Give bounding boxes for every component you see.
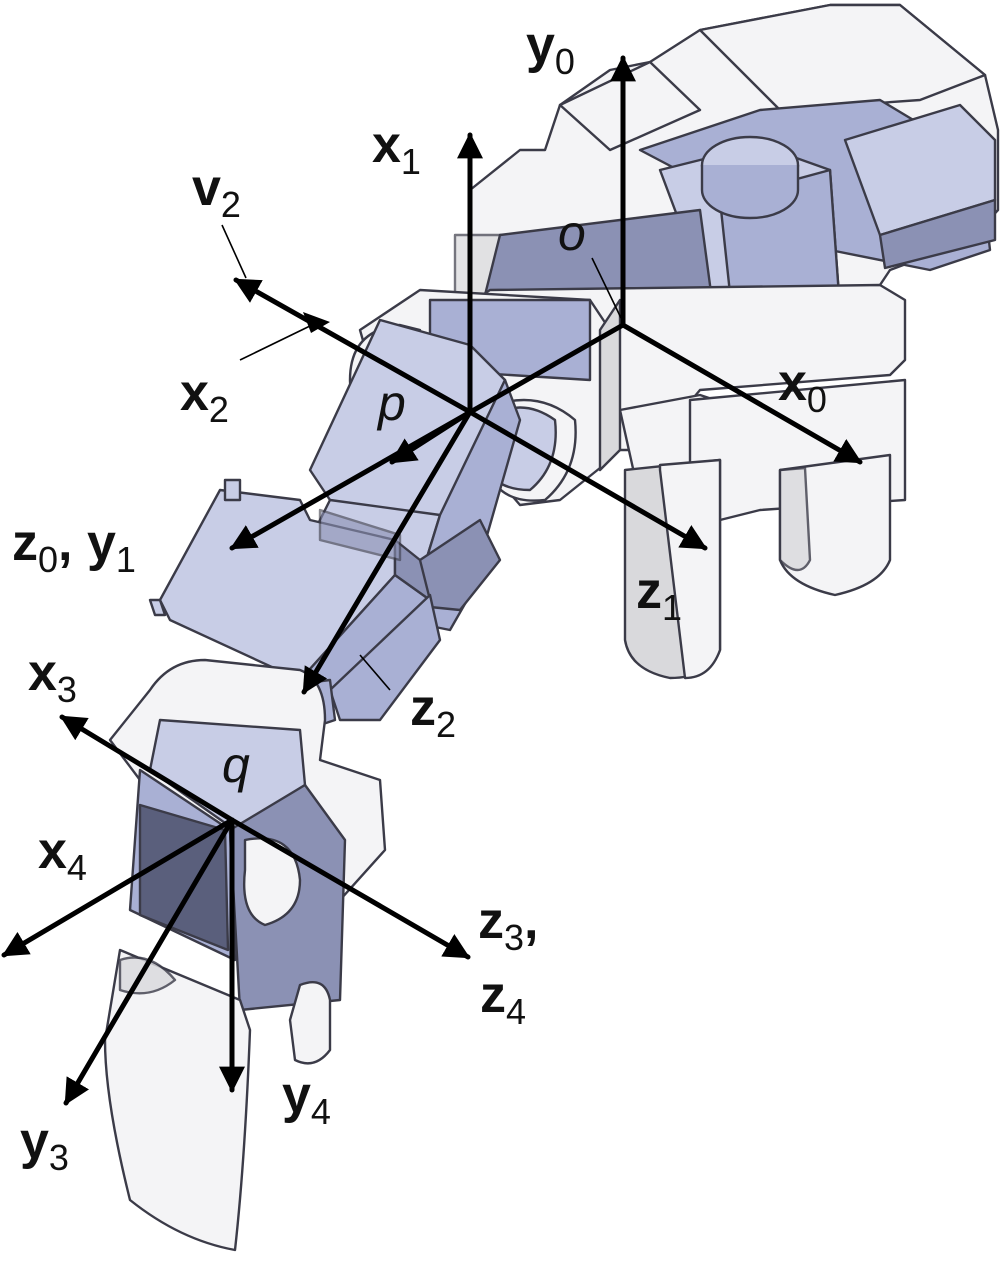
label-x0: x0	[778, 354, 827, 420]
label-z1: z1	[636, 562, 682, 628]
label-y0: y0	[526, 16, 575, 82]
label-x2: x2	[180, 364, 229, 430]
label-x1: x1	[372, 116, 421, 182]
label-v2: v2	[192, 159, 241, 225]
label-x3: x3	[28, 644, 77, 710]
leader-lines	[221, 224, 622, 691]
label-z0-y1: z0, y1	[12, 514, 136, 580]
axis-z1	[467, 409, 708, 551]
axis-x0	[620, 322, 863, 465]
label-y4: y4	[282, 1066, 331, 1132]
label-point-q: q	[222, 737, 250, 793]
axis-x3	[59, 714, 235, 823]
axis-z3	[229, 817, 471, 960]
label-point-p: p	[376, 375, 406, 431]
axis-x2-arrowhead	[303, 312, 330, 333]
axis-z2	[301, 409, 473, 695]
finger-mechanism	[103, 3, 1000, 1252]
label-z2: z2	[410, 679, 456, 745]
label-y3: y3	[20, 1112, 69, 1178]
coordinate-axes	[1, 55, 863, 1106]
label-z3: z3,	[478, 892, 538, 958]
label-origin-o: o	[558, 205, 586, 261]
distal-bracket	[108, 658, 387, 1065]
middle-link	[148, 478, 442, 737]
label-z4: z4	[480, 966, 526, 1032]
axis-y1	[389, 409, 473, 465]
axis-x4	[1, 817, 235, 958]
axis-v2	[233, 277, 473, 415]
label-x4: x4	[38, 822, 87, 888]
axis-labels: y0 x1 v2 x2 o p x0 z0, y1 z1 x3 z2 q x4 …	[12, 16, 827, 1178]
axis-y3	[63, 817, 235, 1106]
